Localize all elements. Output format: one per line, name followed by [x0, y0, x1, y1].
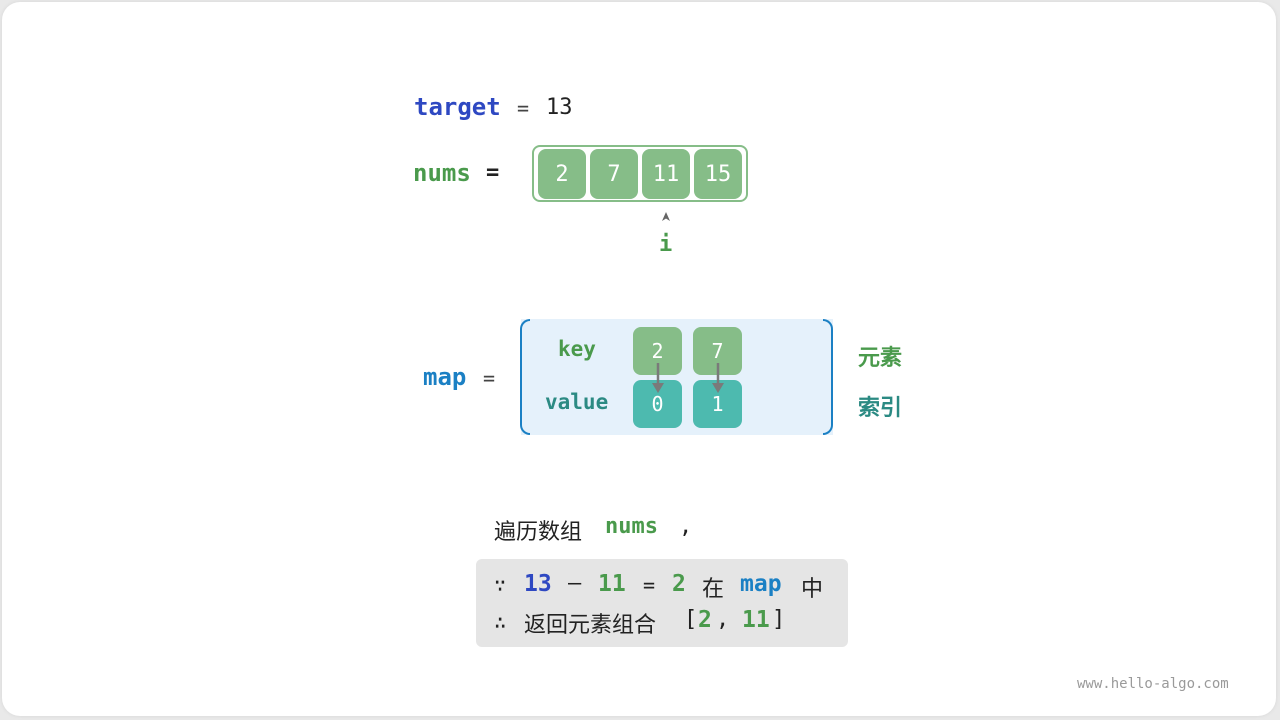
- expr-a: 13: [524, 571, 552, 597]
- key-annotation: 元素: [858, 346, 903, 371]
- nums-label: nums: [413, 159, 471, 187]
- therefore-symbol: ∴: [494, 610, 507, 634]
- return-text: 返回元素组合: [524, 613, 657, 638]
- map-value-label: value: [545, 390, 609, 414]
- expr-b: 11: [598, 571, 626, 597]
- nums-cell-0: 2: [538, 149, 586, 199]
- result-second: 11: [742, 607, 770, 633]
- nums-equals: =: [486, 160, 500, 185]
- expr-c: 2: [672, 571, 686, 597]
- map-label: map: [423, 363, 467, 391]
- value-annotation: 索引: [858, 396, 903, 421]
- map-equals: =: [483, 366, 496, 390]
- key-to-value-arrow-icon: [712, 363, 724, 393]
- map-right-bracket: [823, 319, 833, 435]
- map-key-label: key: [558, 337, 596, 361]
- watermark: www.hello-algo.com: [1077, 676, 1229, 692]
- nums-cell-1: 7: [590, 149, 638, 199]
- result-close-bracket: ]: [772, 607, 786, 632]
- nums-cell-3: 15: [694, 149, 742, 199]
- because-symbol: ∵: [494, 573, 507, 597]
- key-to-value-arrow-icon: [652, 363, 664, 393]
- target-label: target: [414, 93, 501, 121]
- pointer-label: i: [659, 232, 673, 257]
- expr-in-text: 在: [702, 577, 725, 602]
- result-open-bracket: [: [684, 607, 698, 632]
- nums-cell-2: 11: [642, 149, 690, 199]
- target-value: 13: [546, 95, 573, 120]
- result-separator: ,: [716, 607, 730, 632]
- expr-map: map: [740, 571, 782, 597]
- map-value-1: 1: [693, 380, 742, 428]
- description-nums: nums: [605, 514, 658, 539]
- expr-minus: –: [568, 571, 582, 596]
- expr-equals: =: [643, 573, 656, 597]
- description-comma: ,: [679, 514, 693, 539]
- expr-mid-text: 中: [801, 577, 824, 602]
- nums-array-frame: [532, 145, 748, 202]
- explanation-box: [476, 559, 848, 647]
- map-left-bracket: [520, 319, 530, 435]
- description-text: 遍历数组: [494, 520, 583, 545]
- pointer-arrow-icon: [662, 212, 670, 221]
- target-equals: =: [517, 96, 530, 120]
- result-first: 2: [698, 607, 712, 633]
